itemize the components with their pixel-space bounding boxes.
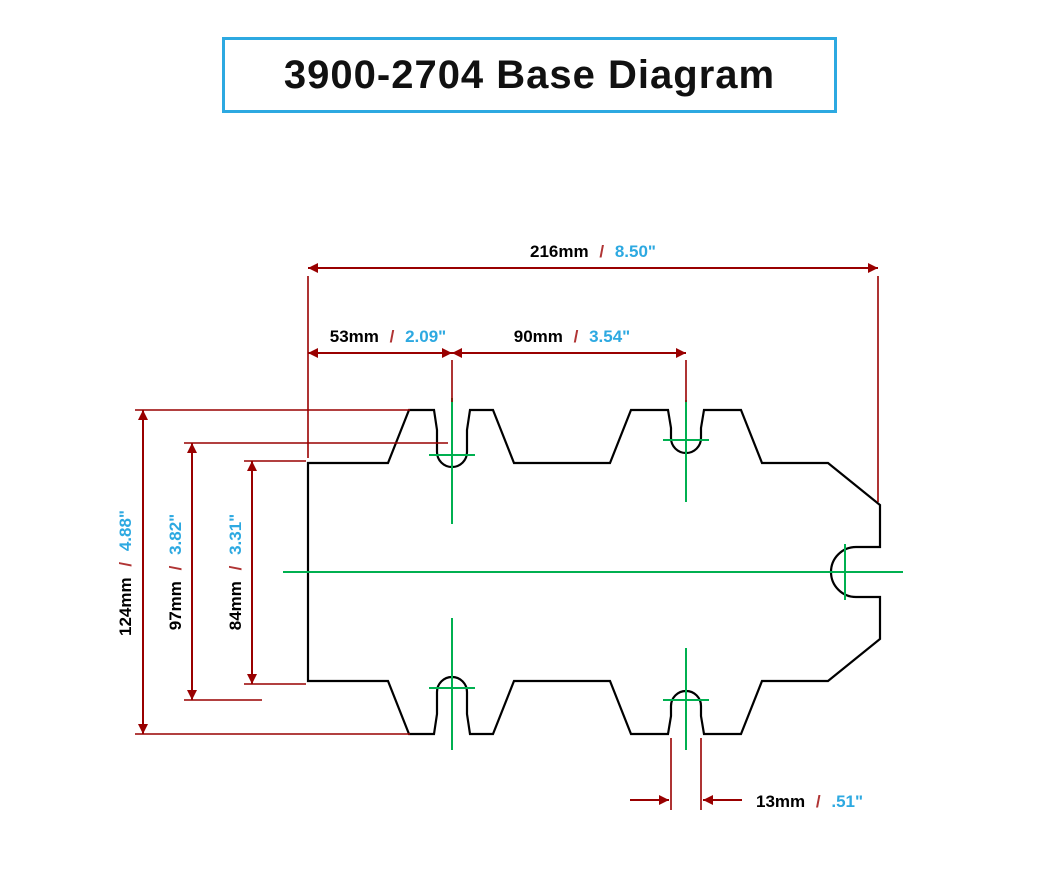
diagram-title-box: 3900-2704 Base Diagram — [222, 37, 837, 113]
base-plate-profile — [306, 408, 882, 736]
dimension-label-overall-height: 124mm / 4.88" — [116, 510, 135, 636]
dimension-left-offset: 53mm / 2.09" — [308, 327, 453, 402]
dimension-overall-width: 216mm / 8.50" — [307, 242, 879, 502]
diagram-title: 3900-2704 Base Diagram — [283, 52, 776, 97]
dimension-label-left-offset: 53mm / 2.09" — [330, 327, 447, 346]
part-outline — [306, 408, 882, 736]
dimension-label-slot-width: 13mm / .51" — [756, 792, 863, 811]
dimension-slot-spacing-vertical-inner: 84mm / 3.31" — [226, 460, 306, 685]
dimension-slot-spacing-horizontal: 90mm / 3.54" — [452, 327, 687, 402]
dimension-label-overall-width: 216mm / 8.50" — [530, 242, 656, 261]
dimension-overall-height: 124mm / 4.88" — [116, 409, 410, 735]
dimension-slot-spacing-vertical-outer: 97mm / 3.82" — [166, 442, 448, 701]
centerlines — [283, 398, 903, 750]
dimension-slot-width: 13mm / .51" — [630, 738, 863, 811]
dimension-label-slot-spacing-horizontal: 90mm / 3.54" — [514, 327, 631, 346]
dimension-label-slot-spacing-vertical-outer: 97mm / 3.82" — [166, 514, 185, 631]
dimension-label-slot-spacing-vertical-inner: 84mm / 3.31" — [226, 514, 245, 631]
